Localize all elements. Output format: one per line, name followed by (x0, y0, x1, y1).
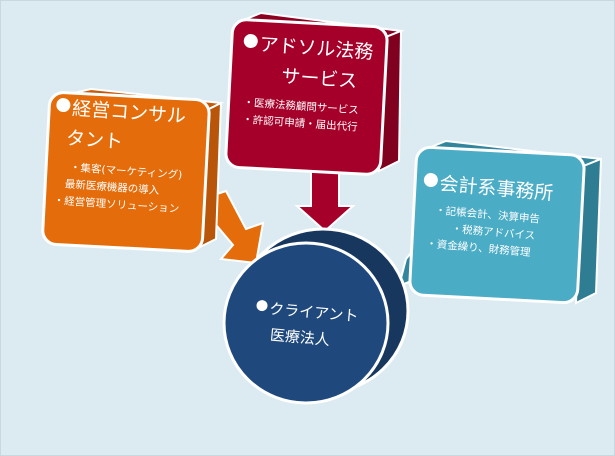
client-title: クライアント (268, 299, 360, 326)
bullet-dot-icon (243, 33, 259, 49)
bullet-dot-icon (256, 299, 268, 312)
consulting-title: 経営コンサル (71, 97, 187, 128)
legal-box: アドソル法務 サービス ・医療法務顧問サービス ・許認可申請・届出代行 (238, 29, 375, 138)
legal-box-shape (224, 11, 405, 176)
client-circle (222, 241, 390, 405)
consulting-box-shape (41, 87, 225, 253)
bullet-dot-icon (55, 97, 71, 113)
accounting-box-shape (408, 139, 603, 305)
legal-title: アドソル法務 (258, 33, 375, 64)
client-label: クライアント 医療法人 (253, 295, 360, 356)
consulting-box: 経営コンサル タント ・集客(マーケティング) 最新医療機器の導入 ・経営管理ソ… (49, 93, 187, 219)
accounting-title: 会計系事務所 (438, 172, 555, 205)
accounting-box: 会計系事務所 ・記帳会計、決算申告 ・税務アドバイス ・資金繰り、財務管理 (418, 167, 555, 263)
bullet-dot-icon (423, 172, 439, 188)
arrow-red (294, 165, 356, 233)
